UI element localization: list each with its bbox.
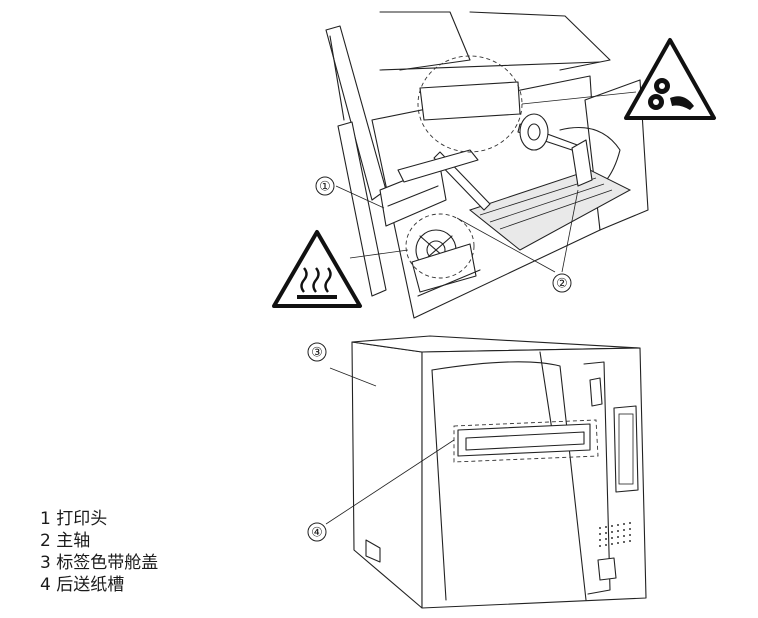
leader-4 bbox=[325, 439, 455, 525]
legend-item-label-ribbon-cover: 3 标签色带舱盖 bbox=[40, 553, 159, 573]
leader-2b bbox=[561, 189, 579, 273]
callout-3: ③ bbox=[307, 342, 327, 362]
svg-text:①: ① bbox=[319, 180, 331, 195]
leader-hot bbox=[349, 249, 409, 259]
leader-2a bbox=[456, 217, 556, 273]
printer-closed-illustration bbox=[351, 335, 647, 609]
legend-item-print-head: 1 打印头 bbox=[40, 509, 108, 529]
callout-2: ② bbox=[552, 273, 572, 293]
hot-surface-warning-icon bbox=[272, 230, 362, 308]
svg-text:②: ② bbox=[556, 277, 568, 292]
callout-1: ① bbox=[315, 176, 335, 196]
svg-text:④: ④ bbox=[311, 526, 323, 541]
entanglement-warning-icon bbox=[624, 38, 716, 120]
callout-4: ④ bbox=[307, 522, 327, 542]
printer-open-illustration bbox=[325, 11, 649, 319]
vent-grille bbox=[599, 522, 631, 547]
leader-3 bbox=[329, 367, 377, 387]
leader-1 bbox=[335, 185, 385, 209]
legend-item-rear-feed-slot: 4 后送纸槽 bbox=[40, 575, 125, 595]
svg-text:③: ③ bbox=[311, 346, 323, 361]
leader-entanglement bbox=[521, 91, 637, 105]
legend-item-main-axle: 2 主轴 bbox=[40, 531, 91, 551]
parts-legend: 1 打印头 2 主轴 3 标签色带舱盖 4 后送纸槽 bbox=[40, 508, 158, 596]
